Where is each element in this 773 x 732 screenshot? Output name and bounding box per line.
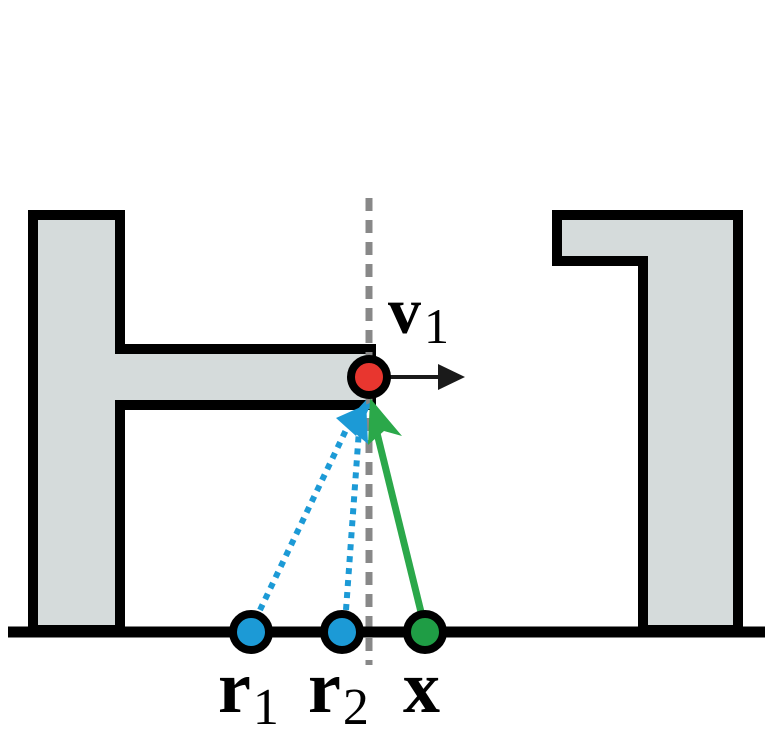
label-r1-main: r bbox=[218, 647, 251, 729]
point-v1 bbox=[347, 355, 391, 399]
ray-r1-to-v1 bbox=[257, 428, 349, 612]
label-v1: v1 bbox=[388, 275, 449, 354]
ray-x-to-v1 bbox=[371, 424, 425, 613]
label-x: x bbox=[403, 647, 440, 729]
point-x bbox=[403, 610, 447, 654]
label-r2-main: r bbox=[308, 647, 341, 729]
label-r1: r1 bbox=[218, 647, 279, 732]
label-v1-sub: 1 bbox=[424, 298, 449, 354]
point-r1 bbox=[229, 610, 273, 654]
velocity-arrowhead bbox=[438, 364, 465, 390]
label-v1-main: v bbox=[388, 275, 421, 348]
label-x-main: x bbox=[403, 647, 440, 729]
ray-r2-arrowhead bbox=[344, 400, 368, 444]
ray-x-arrowhead bbox=[368, 398, 402, 445]
point-r2 bbox=[320, 610, 364, 654]
label-r2: r2 bbox=[308, 647, 369, 732]
right-wall-shape bbox=[552, 210, 743, 635]
left-wall-shape bbox=[28, 210, 376, 635]
label-r2-sub: 2 bbox=[343, 679, 369, 732]
ray-r2-to-v1 bbox=[343, 429, 362, 611]
label-r1-sub: 1 bbox=[253, 679, 279, 732]
